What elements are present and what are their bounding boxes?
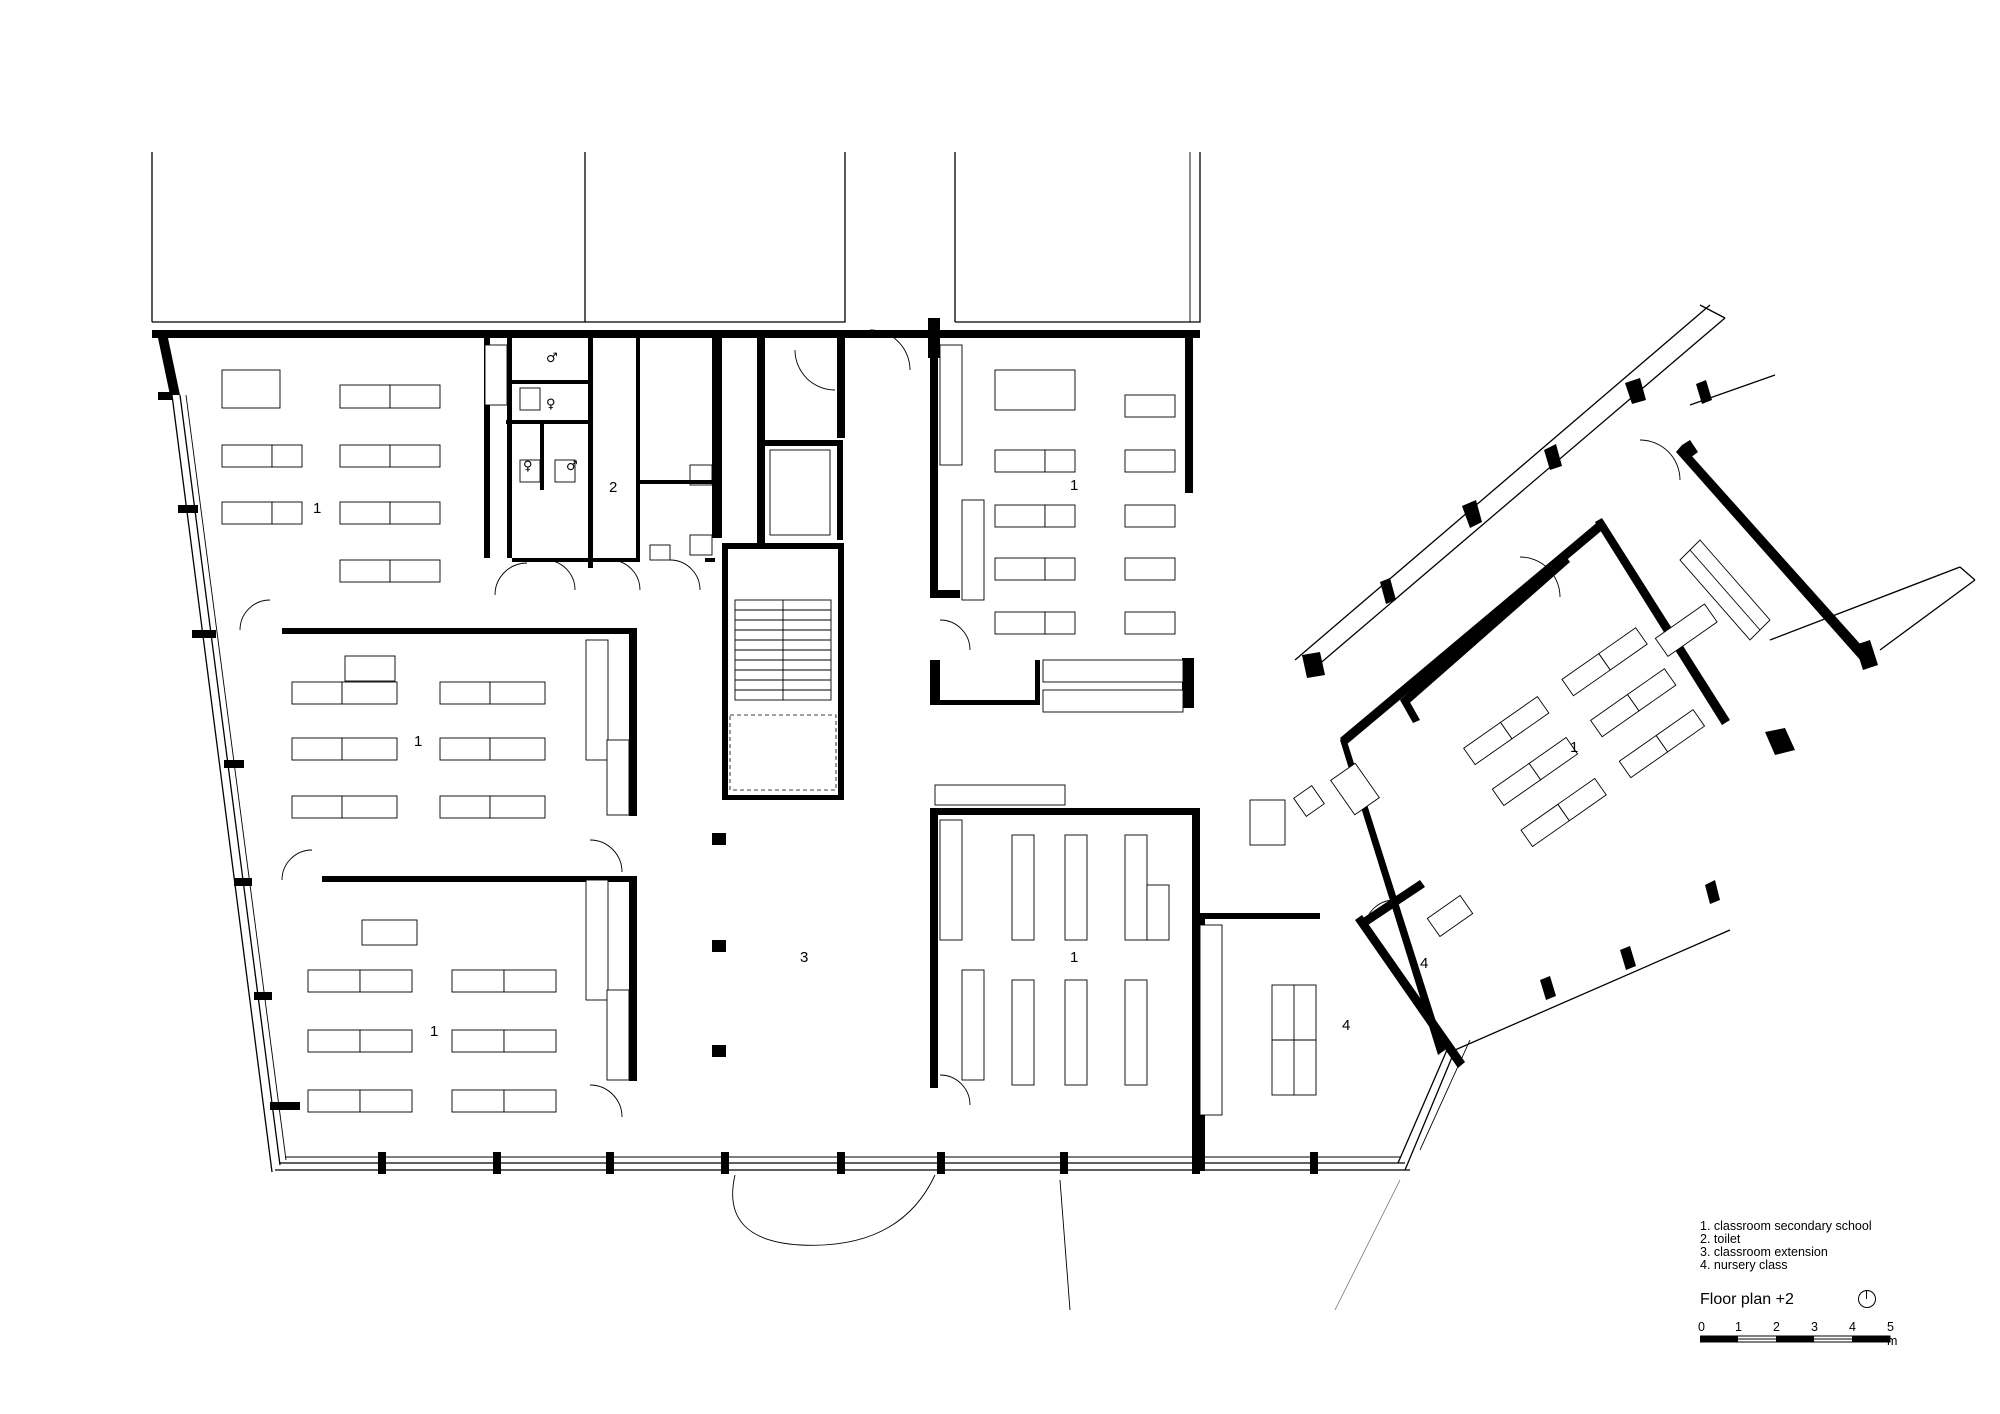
scale-tick: 2 [1773, 1320, 1780, 1334]
scale-tick: 0 [1698, 1320, 1705, 1334]
scale-tick: 1 [1735, 1320, 1742, 1334]
legend-item: 4. nursery class [1700, 1258, 1788, 1272]
male-symbol-icon: ♂ [566, 459, 578, 474]
room-label-toilet: 2 [609, 479, 617, 496]
scale-bar-graphic [1699, 1335, 1891, 1343]
room-label-extension: 3 [800, 949, 808, 966]
female-symbol-icon: ♀ [546, 397, 556, 412]
room-label-nursery: 4 [1342, 1017, 1350, 1034]
legend-item: 1. classroom secondary school [1700, 1219, 1872, 1233]
stair [729, 449, 1771, 791]
scale-tick: 4 [1849, 1320, 1856, 1334]
north-arrow-icon [1858, 1290, 1876, 1308]
female-symbol-icon: ♀ [523, 459, 533, 474]
male-symbol-icon: ♂ [546, 351, 558, 366]
legend-item: 2. toilet [1700, 1232, 1741, 1246]
room-label-classroom: 1 [313, 500, 321, 517]
plan-title: Floor plan +2 [1700, 1291, 1794, 1308]
scale-tick: 5 m [1887, 1320, 1898, 1348]
room-label-classroom: 1 [430, 1023, 438, 1040]
room-label-nursery: 4 [1420, 955, 1428, 972]
room-label-classroom: 1 [414, 733, 422, 750]
scale-bar: 0 1 2 3 4 5 m [1698, 1320, 1900, 1355]
room-labels: 1 1 1 1 1 1 2 3 4 4 ♂ ♀ ♀ ♂ [313, 351, 1578, 1040]
legend: 1. classroom secondary school 2. toilet … [1700, 1220, 1872, 1272]
courtyard-outlines [151, 152, 1976, 673]
columns [712, 833, 726, 1057]
toilet-fixtures [519, 387, 713, 561]
scale-tick: 3 [1811, 1320, 1818, 1334]
cabinets [484, 344, 1223, 1116]
room-label-classroom: 1 [1070, 477, 1078, 494]
legend-item: 3. classroom extension [1700, 1245, 1828, 1259]
room-label-classroom: 1 [1070, 949, 1078, 966]
interior-walls [282, 318, 1878, 1171]
classroom-desks [221, 369, 1718, 1113]
door-swings [239, 329, 1681, 1311]
room-label-classroom: 1 [1570, 739, 1578, 756]
